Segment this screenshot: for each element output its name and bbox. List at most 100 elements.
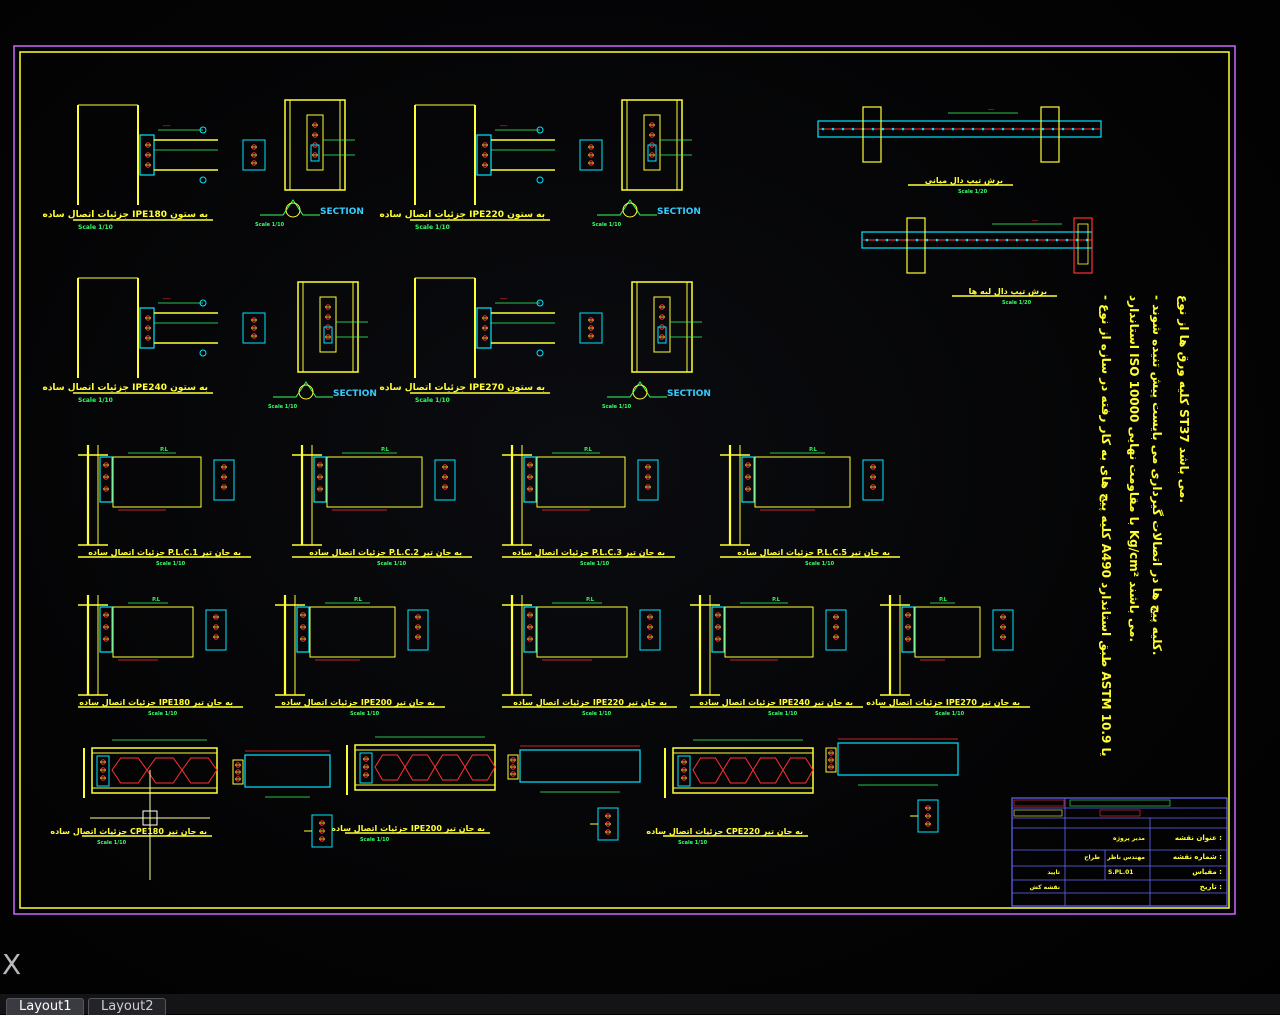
titleblock-cell: S.PL.01 bbox=[1108, 869, 1133, 876]
detail-title: جزئیات اتصال ساده IPE180 به ستون bbox=[43, 210, 209, 220]
beam-title: برش تیپ دال میانی bbox=[925, 176, 1003, 186]
drawing-limits-frame bbox=[13, 45, 1236, 915]
column-connection-detail[interactable]: ── جزئیات اتصال ساده IPE240 به ستون Scale … bbox=[43, 277, 266, 404]
detail-title: جزئیات اتصال ساده P.L.C.1 به جان تیر bbox=[88, 548, 241, 557]
section-detail[interactable]: SECTION Scale 1/10 bbox=[602, 281, 711, 410]
detail-scale: Scale 1/10 bbox=[768, 711, 798, 717]
detail-title: جزئیات اتصال ساده IPE200 به جان تیر bbox=[281, 698, 435, 707]
detail-title: جزئیات اتصال ساده IPE240 به جان تیر bbox=[699, 698, 853, 707]
detail-title: جزئیات اتصال ساده IPE240 به ستون bbox=[43, 383, 209, 393]
bolt-group-detail[interactable] bbox=[304, 814, 333, 848]
detail-title: جزئیات اتصال ساده CPE180 به جان تیر bbox=[50, 827, 207, 836]
section-scale: Scale 1/10 bbox=[602, 404, 632, 410]
detail-scale: Scale 1/10 bbox=[78, 397, 113, 404]
titleblock-row: شماره نقشه : bbox=[1173, 853, 1222, 861]
plate-detail[interactable] bbox=[507, 745, 641, 793]
beam-web-connection-detail[interactable]: P.L جزئیات اتصال ساده P.L.C.5 به جان تیر S… bbox=[720, 445, 900, 567]
beam-web-connection-detail[interactable]: P.L جزئیات اتصال ساده P.L.C.3 به جان تیر S… bbox=[502, 445, 675, 567]
detail-scale: Scale 1/10 bbox=[678, 840, 708, 846]
ucs-cross-icon: X bbox=[2, 948, 22, 981]
section-detail[interactable]: SECTION Scale 1/10 bbox=[268, 281, 377, 410]
titleblock-row: عنوان نقشه : bbox=[1175, 834, 1222, 842]
beam-web-connection-detail[interactable]: P.L جزئیات اتصال ساده IPE240 به جان تیر Sc… bbox=[690, 595, 863, 717]
titleblock-cell: مهندس ناظر bbox=[1106, 854, 1145, 861]
note-line: - کلیه پیچ های به کار رفته در سازه از نو… bbox=[1098, 295, 1113, 757]
titleblock-cell: مدیر پروژه bbox=[1113, 835, 1145, 842]
bolt-group-detail[interactable] bbox=[910, 799, 939, 833]
column-connection-detail[interactable]: ── جزئیات اتصال ساده IPE220 به ستون Scale … bbox=[380, 104, 603, 231]
detail-scale: Scale 1/10 bbox=[97, 840, 127, 846]
dim-text: P.L bbox=[354, 597, 363, 603]
castellated-beam-detail[interactable]: جزئیات اتصال ساده CPE180 به جان تیر Scale… bbox=[50, 739, 218, 846]
section-scale: Scale 1/10 bbox=[592, 222, 622, 228]
detail-title: جزئیات اتصال ساده P.L.C.5 به جان تیر bbox=[737, 548, 890, 557]
dim-mark: ── bbox=[1031, 218, 1039, 224]
section-title: SECTION bbox=[333, 389, 377, 399]
detail-scale: Scale 1/10 bbox=[415, 224, 450, 231]
titleblock-row: مقیاس : bbox=[1192, 868, 1222, 876]
detail-title: جزئیات اتصال ساده P.L.C.2 به جان تیر bbox=[309, 548, 462, 557]
detail-scale: Scale 1/10 bbox=[415, 397, 450, 404]
plate-detail[interactable] bbox=[232, 750, 331, 798]
dim-text: P.L bbox=[160, 447, 169, 453]
general-notes: - کلیه پیچ های به کار رفته در سازه از نو… bbox=[1098, 295, 1191, 757]
detail-title: جزئیات اتصال ساده IPE220 به جان تیر bbox=[513, 698, 667, 707]
detail-title: جزئیات اتصال ساده P.L.C.3 به جان تیر bbox=[512, 548, 665, 557]
titleblock-row: تاریخ : bbox=[1200, 883, 1222, 891]
bolt-group-detail[interactable] bbox=[590, 807, 619, 841]
detail-title: جزئیات اتصال ساده IPE220 به ستون bbox=[380, 210, 546, 220]
detail-scale: Scale 1/10 bbox=[935, 711, 965, 717]
tab-layout2[interactable]: Layout2 bbox=[88, 998, 167, 1015]
section-scale: Scale 1/10 bbox=[255, 222, 285, 228]
detail-scale: Scale 1/10 bbox=[582, 711, 612, 717]
layout-tabbar: Layout1 Layout2 bbox=[0, 994, 1280, 1015]
detail-scale: Scale 1/10 bbox=[360, 837, 390, 843]
detail-scale: Scale 1/10 bbox=[156, 561, 186, 567]
detail-scale: Scale 1/10 bbox=[78, 224, 113, 231]
titleblock-cell: تایید bbox=[1047, 869, 1060, 876]
dim-text: P.L bbox=[152, 597, 161, 603]
dim-text: P.L bbox=[584, 447, 593, 453]
dim-mark: ── bbox=[162, 296, 171, 303]
tab-layout1[interactable]: Layout1 bbox=[6, 998, 85, 1015]
column-connection-detail[interactable]: ──جزئیات اتصال ساده IPE180 به ستونScale … bbox=[43, 104, 266, 231]
titleblock-cell: طراح bbox=[1084, 854, 1100, 861]
section-title: SECTION bbox=[657, 207, 701, 217]
beam-web-connection-detail[interactable]: P.L جزئیات اتصال ساده IPE220 به جان تیر Sc… bbox=[502, 595, 677, 717]
dim-text: P.L bbox=[586, 597, 595, 603]
castellated-beam-detail[interactable]: جزئیات اتصال ساده CPE220 به جان تیرScale… bbox=[646, 739, 814, 846]
note-line: استاندارد ISO با مقاومت نهایی 10000 Kg/c… bbox=[1126, 295, 1141, 642]
detail-scale: Scale 1/10 bbox=[805, 561, 835, 567]
dim-mark: ── bbox=[499, 123, 508, 130]
note-line: - کلیه پیچ ها در اتصالات گیرداری می بایس… bbox=[1149, 295, 1164, 655]
beam-web-connection-detail[interactable]: P.L جزئیات اتصال ساده P.L.C.1 به جان تیر S… bbox=[78, 445, 251, 567]
crosshair-cursor-icon bbox=[142, 810, 158, 826]
detail-title: جزئیات اتصال ساده IPE180 به جان تیر bbox=[79, 698, 233, 707]
beam-title: برش تیپ دال لبه ها bbox=[969, 287, 1047, 297]
section-title: SECTION bbox=[320, 207, 364, 217]
section-detail[interactable]: SECTION Scale 1/10 bbox=[592, 99, 701, 228]
titleblock-cell: نقشه کش bbox=[1030, 884, 1060, 891]
note-line: کلیه ورق ها از نوع ST37 می باشد. bbox=[1176, 295, 1191, 503]
cad-drawing-canvas[interactable]: ── جزئیات اتصال ساده IPE180 به ستون Scale … bbox=[0, 0, 1280, 994]
dim-text: P.L bbox=[381, 447, 390, 453]
dim-text: P.L bbox=[809, 447, 818, 453]
castellated-beam-detail[interactable]: جزئیات اتصال ساده IPE200 به جان تیرScale… bbox=[331, 736, 496, 843]
section-detail[interactable]: SECTION Scale 1/10 bbox=[255, 99, 364, 228]
section-scale: Scale 1/10 bbox=[268, 404, 298, 410]
section-title: SECTION bbox=[667, 389, 711, 399]
detail-scale: Scale 1/10 bbox=[580, 561, 610, 567]
detail-title: جزئیات اتصال ساده IPE270 به جان تیر bbox=[866, 698, 1020, 707]
plate-detail[interactable] bbox=[825, 738, 959, 786]
title-block[interactable]: عنوان نقشه : شماره نقشه : مقیاس : تاریخ : مد… bbox=[1011, 797, 1228, 907]
detail-title: جزئیات اتصال ساده IPE270 به ستون bbox=[380, 383, 546, 393]
column-connection-detail[interactable]: ──جزئیات اتصال ساده IPE270 به ستونScale … bbox=[380, 277, 603, 404]
dim-text: P.L bbox=[772, 597, 781, 603]
